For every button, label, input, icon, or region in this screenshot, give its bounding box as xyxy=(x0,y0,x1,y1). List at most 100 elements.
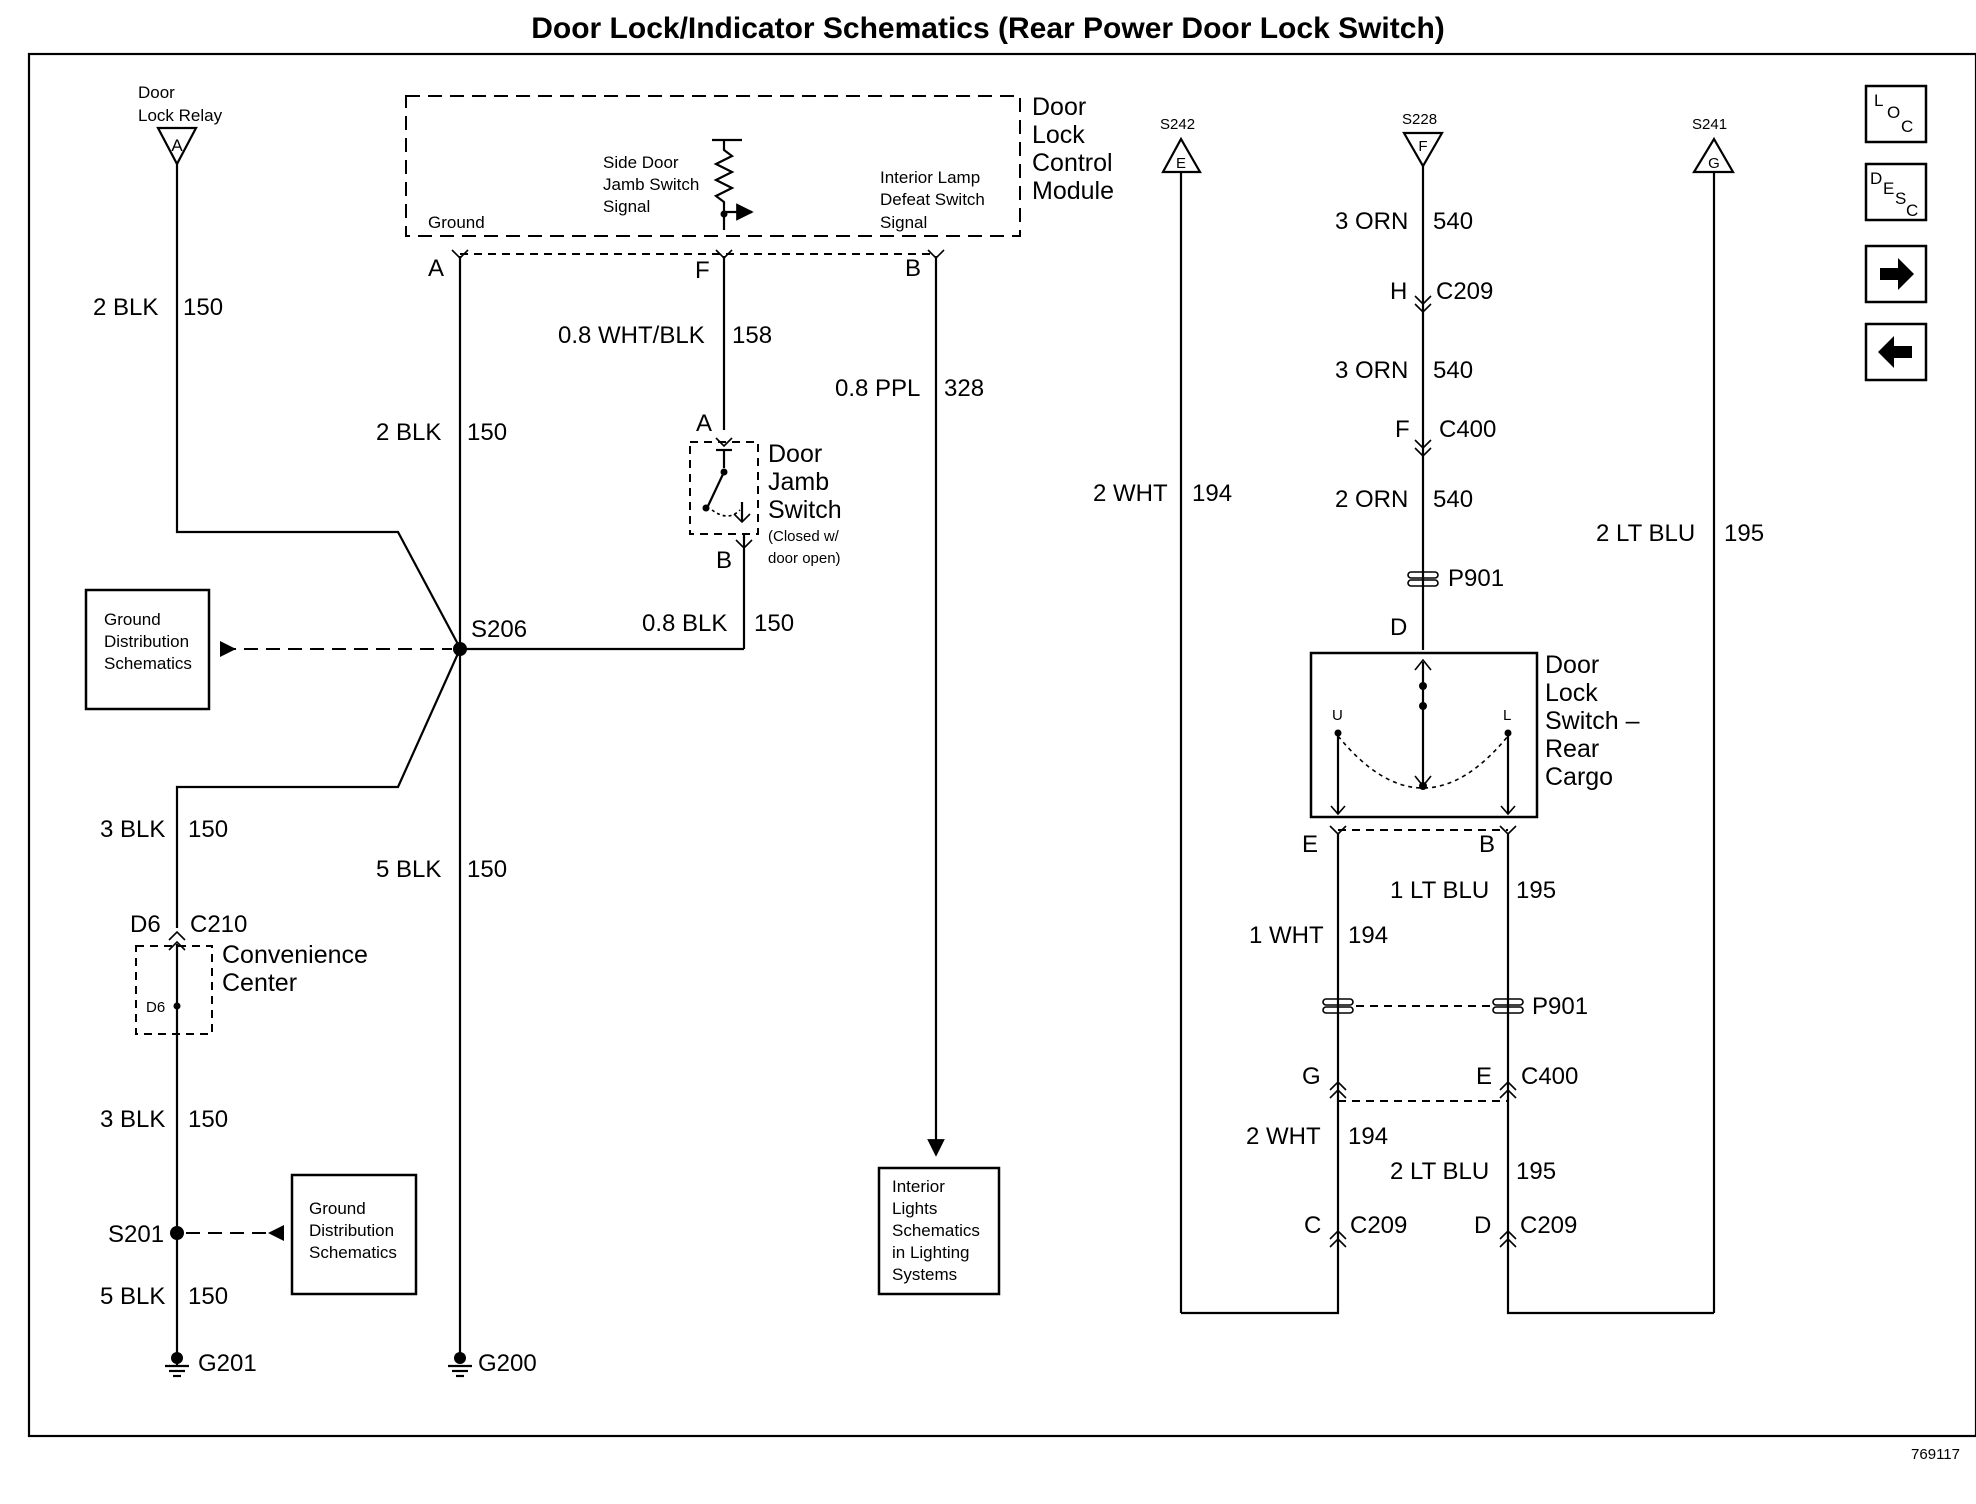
svg-text:195: 195 xyxy=(1516,1158,1556,1185)
svg-text:S206: S206 xyxy=(471,616,527,643)
page-title: Door Lock/Indicator Schematics (Rear Pow… xyxy=(531,12,1445,45)
svg-text:Ground: Ground xyxy=(104,610,161,629)
svg-text:150: 150 xyxy=(467,419,507,446)
svg-text:150: 150 xyxy=(188,816,228,843)
svg-text:Cargo: Cargo xyxy=(1545,763,1613,791)
svg-text:Ground: Ground xyxy=(309,1199,366,1218)
s201-splice xyxy=(170,1226,184,1240)
svg-text:Door: Door xyxy=(768,440,822,468)
svg-text:C209: C209 xyxy=(1436,278,1493,305)
s228-connector xyxy=(1402,131,1444,169)
svg-text:150: 150 xyxy=(188,1283,228,1310)
svg-text:Signal: Signal xyxy=(603,197,650,216)
svg-text:Schematics: Schematics xyxy=(309,1243,397,1262)
svg-text:2 WHT: 2 WHT xyxy=(1093,480,1168,507)
svg-text:328: 328 xyxy=(944,375,984,402)
svg-text:3 ORN: 3 ORN xyxy=(1335,208,1408,235)
next-button[interactable] xyxy=(1864,244,1928,304)
desc-button[interactable]: D E S C xyxy=(1864,162,1928,222)
ground-ref-arrow-icon xyxy=(220,641,236,657)
svg-text:D6: D6 xyxy=(146,999,165,1016)
svg-text:Convenience: Convenience xyxy=(222,941,368,969)
svg-text:G200: G200 xyxy=(478,1350,537,1377)
svg-text:C: C xyxy=(1304,1212,1321,1239)
svg-text:2 LT BLU: 2 LT BLU xyxy=(1390,1158,1489,1185)
svg-text:2 BLK: 2 BLK xyxy=(93,294,158,321)
svg-text:B: B xyxy=(905,255,921,282)
svg-text:194: 194 xyxy=(1348,1123,1388,1150)
svg-text:Lock: Lock xyxy=(1032,121,1085,149)
svg-text:150: 150 xyxy=(754,610,794,637)
svg-text:C400: C400 xyxy=(1439,416,1496,443)
svg-text:150: 150 xyxy=(188,1106,228,1133)
svg-text:Interior: Interior xyxy=(892,1177,945,1196)
svg-text:S228: S228 xyxy=(1402,111,1437,128)
svg-text:Jamb Switch: Jamb Switch xyxy=(603,175,699,194)
svg-text:C210: C210 xyxy=(190,911,247,938)
svg-text:Center: Center xyxy=(222,969,297,997)
svg-text:C400: C400 xyxy=(1521,1063,1578,1090)
svg-text:Defeat Switch: Defeat Switch xyxy=(880,190,985,209)
g200-ground-icon xyxy=(448,1352,472,1378)
svg-text:O: O xyxy=(1887,103,1900,122)
svg-text:Switch: Switch xyxy=(768,496,842,524)
g201-ground-icon xyxy=(165,1352,189,1378)
svg-text:540: 540 xyxy=(1433,208,1473,235)
svg-text:Control: Control xyxy=(1032,149,1113,177)
svg-text:194: 194 xyxy=(1348,922,1388,949)
svg-text:Door: Door xyxy=(138,83,175,102)
svg-text:S241: S241 xyxy=(1692,116,1727,133)
ground-distribution-link-2[interactable]: Ground Distribution Schematics xyxy=(290,1173,418,1296)
svg-text:door open): door open) xyxy=(768,550,841,567)
svg-text:B: B xyxy=(1479,831,1495,858)
right-arrow-icon xyxy=(1880,258,1914,290)
svg-text:G201: G201 xyxy=(198,1350,257,1377)
ground-distribution-link-1[interactable]: Ground Distribution Schematics xyxy=(84,588,211,711)
door-jamb-switch-icon xyxy=(702,437,751,524)
svg-text:1 WHT: 1 WHT xyxy=(1249,922,1324,949)
svg-text:5 BLK: 5 BLK xyxy=(376,856,441,883)
svg-text:Distribution: Distribution xyxy=(104,632,189,651)
svg-text:Schematics: Schematics xyxy=(104,654,192,673)
svg-text:194: 194 xyxy=(1192,480,1232,507)
loc-button[interactable]: L O C xyxy=(1864,84,1928,144)
svg-text:S242: S242 xyxy=(1160,116,1195,133)
svg-text:Lock Relay: Lock Relay xyxy=(138,106,223,125)
svg-text:1 LT BLU: 1 LT BLU xyxy=(1390,877,1489,904)
svg-text:H: H xyxy=(1390,278,1407,305)
svg-text:0.8 WHT/BLK: 0.8 WHT/BLK xyxy=(558,322,705,349)
svg-text:Signal: Signal xyxy=(880,213,927,232)
p901-mid-connector-icon xyxy=(1322,998,1524,1014)
svg-text:540: 540 xyxy=(1433,357,1473,384)
prev-button[interactable] xyxy=(1864,322,1928,382)
svg-text:C: C xyxy=(1906,201,1918,220)
svg-text:Interior Lamp: Interior Lamp xyxy=(880,168,980,187)
svg-text:A: A xyxy=(428,255,444,282)
svg-text:2 BLK: 2 BLK xyxy=(376,419,441,446)
door-lock-control-module-box xyxy=(405,95,1021,237)
svg-text:Lock: Lock xyxy=(1545,679,1598,707)
svg-text:3 BLK: 3 BLK xyxy=(100,816,165,843)
svg-text:D: D xyxy=(1390,614,1407,641)
p901-top-connector-icon xyxy=(1407,571,1439,587)
figure-number: 769117 xyxy=(1911,1446,1960,1463)
interior-lights-link[interactable]: Interior Lights Schematics in Lighting S… xyxy=(877,1166,1001,1296)
svg-text:3 ORN: 3 ORN xyxy=(1335,357,1408,384)
svg-text:P901: P901 xyxy=(1532,993,1588,1020)
door-jamb-switch-box xyxy=(689,441,759,535)
svg-text:2 LT BLU: 2 LT BLU xyxy=(1596,520,1695,547)
svg-text:L: L xyxy=(1503,707,1511,724)
svg-text:D: D xyxy=(1474,1212,1491,1239)
svg-text:U: U xyxy=(1332,707,1343,724)
svg-text:195: 195 xyxy=(1724,520,1764,547)
svg-text:C209: C209 xyxy=(1350,1212,1407,1239)
svg-text:F: F xyxy=(1395,416,1410,443)
svg-text:S201: S201 xyxy=(108,1221,164,1248)
svg-text:A: A xyxy=(696,410,712,437)
svg-text:Schematics: Schematics xyxy=(892,1221,980,1240)
svg-text:0.8 BLK: 0.8 BLK xyxy=(642,610,727,637)
svg-text:Systems: Systems xyxy=(892,1265,957,1284)
loc-label: L xyxy=(1874,91,1883,110)
wire-s206-down-150 xyxy=(175,648,462,928)
